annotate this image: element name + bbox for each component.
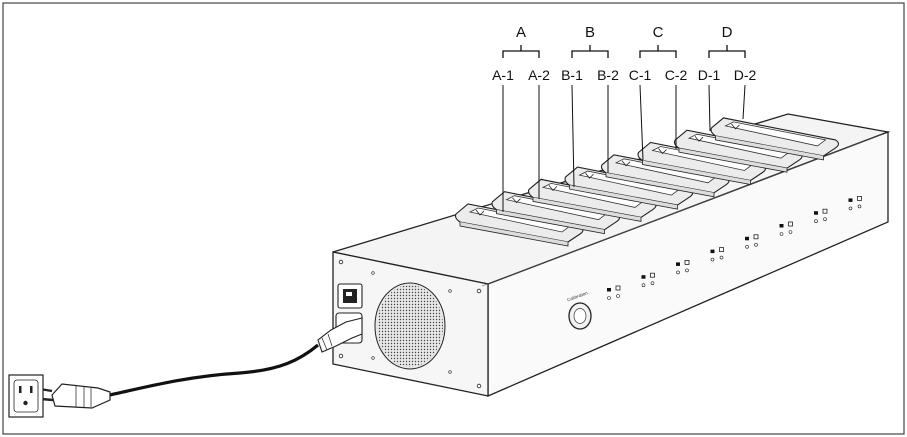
- calibration-button[interactable]: [568, 302, 592, 330]
- charging-slots: [454, 117, 840, 247]
- slot-label: B-2: [597, 67, 619, 83]
- leader-line: [708, 84, 711, 132]
- leader-line: [639, 84, 644, 161]
- group-bracket: [708, 45, 746, 58]
- status-led: [779, 221, 793, 236]
- status-led: [710, 247, 724, 262]
- slot-label: B-1: [561, 67, 583, 83]
- slot-label: C-1: [629, 67, 652, 83]
- charger-unit: Calibration: [332, 113, 891, 397]
- callout-group-c: C C-1 C-2: [629, 24, 688, 161]
- slot-label: D-2: [734, 67, 757, 83]
- power-cord: [39, 317, 363, 409]
- screw: [476, 383, 482, 389]
- leader-line: [742, 84, 746, 120]
- charging-slot: [600, 154, 730, 198]
- status-led: [641, 272, 655, 288]
- charging-slot: [454, 203, 584, 247]
- slot-label: C-2: [665, 67, 688, 83]
- cord-cable: [109, 343, 320, 397]
- screw: [338, 353, 344, 359]
- status-led: [607, 285, 621, 300]
- slot-label: A-1: [492, 67, 514, 83]
- charging-slot: [710, 117, 840, 161]
- callout-group-d: D D-1 D-2: [698, 24, 757, 132]
- group-label: A: [516, 24, 526, 41]
- power-plug: [51, 383, 111, 409]
- leader-line: [571, 84, 575, 188]
- charging-slot: [491, 191, 621, 235]
- status-led: [676, 259, 690, 275]
- group-label: C: [653, 24, 664, 41]
- status-led: [848, 195, 862, 211]
- wall-outlet: [8, 374, 44, 418]
- group-bracket: [502, 45, 540, 58]
- charging-slot: [673, 129, 803, 173]
- screw: [338, 259, 344, 265]
- status-leds: [607, 195, 862, 300]
- status-led: [745, 234, 759, 249]
- charging-slot: [564, 166, 694, 210]
- cord-connector: [317, 317, 363, 353]
- slot-label: A-2: [528, 67, 550, 83]
- callout-group-b: B B-1 B-2: [561, 24, 619, 188]
- group-label: D: [722, 24, 733, 41]
- status-led: [814, 208, 828, 223]
- callout-group-a: A A-1 A-2: [492, 24, 550, 212]
- slot-callouts: A A-1 A-2 B B-1 B-2 C C-1 C-2 D D-1 D-2: [492, 24, 756, 212]
- charging-slot: [527, 178, 657, 222]
- group-bracket: [639, 45, 677, 58]
- screw: [476, 288, 482, 294]
- group-bracket: [571, 45, 609, 58]
- fan-grille: [377, 285, 443, 367]
- group-label: B: [585, 24, 595, 41]
- slot-label: D-1: [698, 67, 721, 83]
